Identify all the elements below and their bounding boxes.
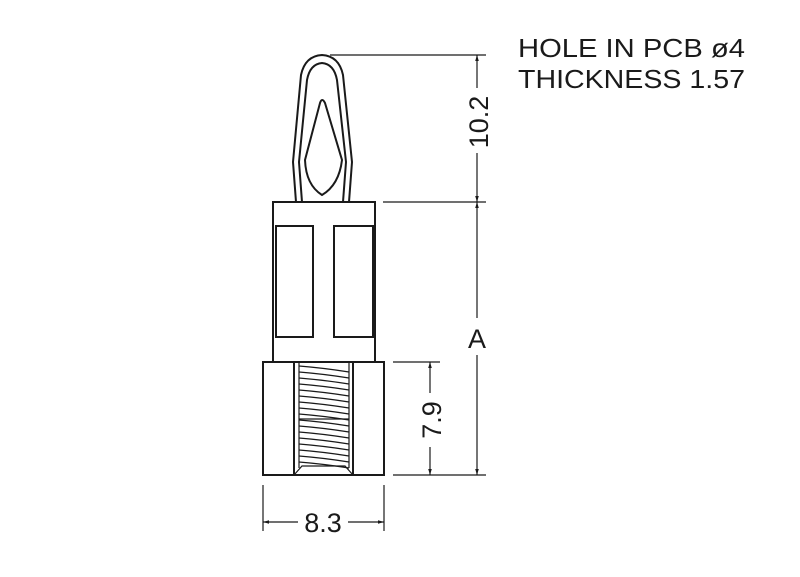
dim-thread-depth: 7.9 — [417, 401, 447, 439]
thread-line — [298, 395, 350, 403]
snap-clip — [291, 53, 354, 203]
upper-body — [272, 201, 376, 363]
thread-line — [298, 425, 350, 433]
thread-line — [298, 431, 350, 439]
thread-line — [298, 413, 350, 421]
thread-line — [298, 443, 350, 451]
thread-line — [298, 407, 350, 415]
thread-line — [298, 383, 350, 391]
thread-line — [298, 461, 350, 469]
thread-line — [298, 449, 350, 457]
dim-base-width: 8.3 — [304, 508, 342, 538]
dimension-lines — [262, 54, 486, 531]
dim-clip-height: 10.2 — [464, 96, 494, 149]
thread-line — [298, 437, 350, 445]
thread-line — [298, 401, 350, 409]
dim-body-height: A — [468, 324, 486, 354]
thread-line — [298, 419, 350, 427]
note-thickness: THICKNESS 1.57 — [518, 64, 745, 94]
thread-line — [298, 371, 350, 379]
threaded-base — [262, 361, 385, 476]
thread-line — [298, 389, 350, 397]
thread-line — [298, 365, 350, 373]
thread-line — [298, 455, 350, 463]
note-hole-in-pcb: HOLE IN PCB ø4 — [518, 33, 745, 63]
thread-line — [298, 377, 350, 385]
